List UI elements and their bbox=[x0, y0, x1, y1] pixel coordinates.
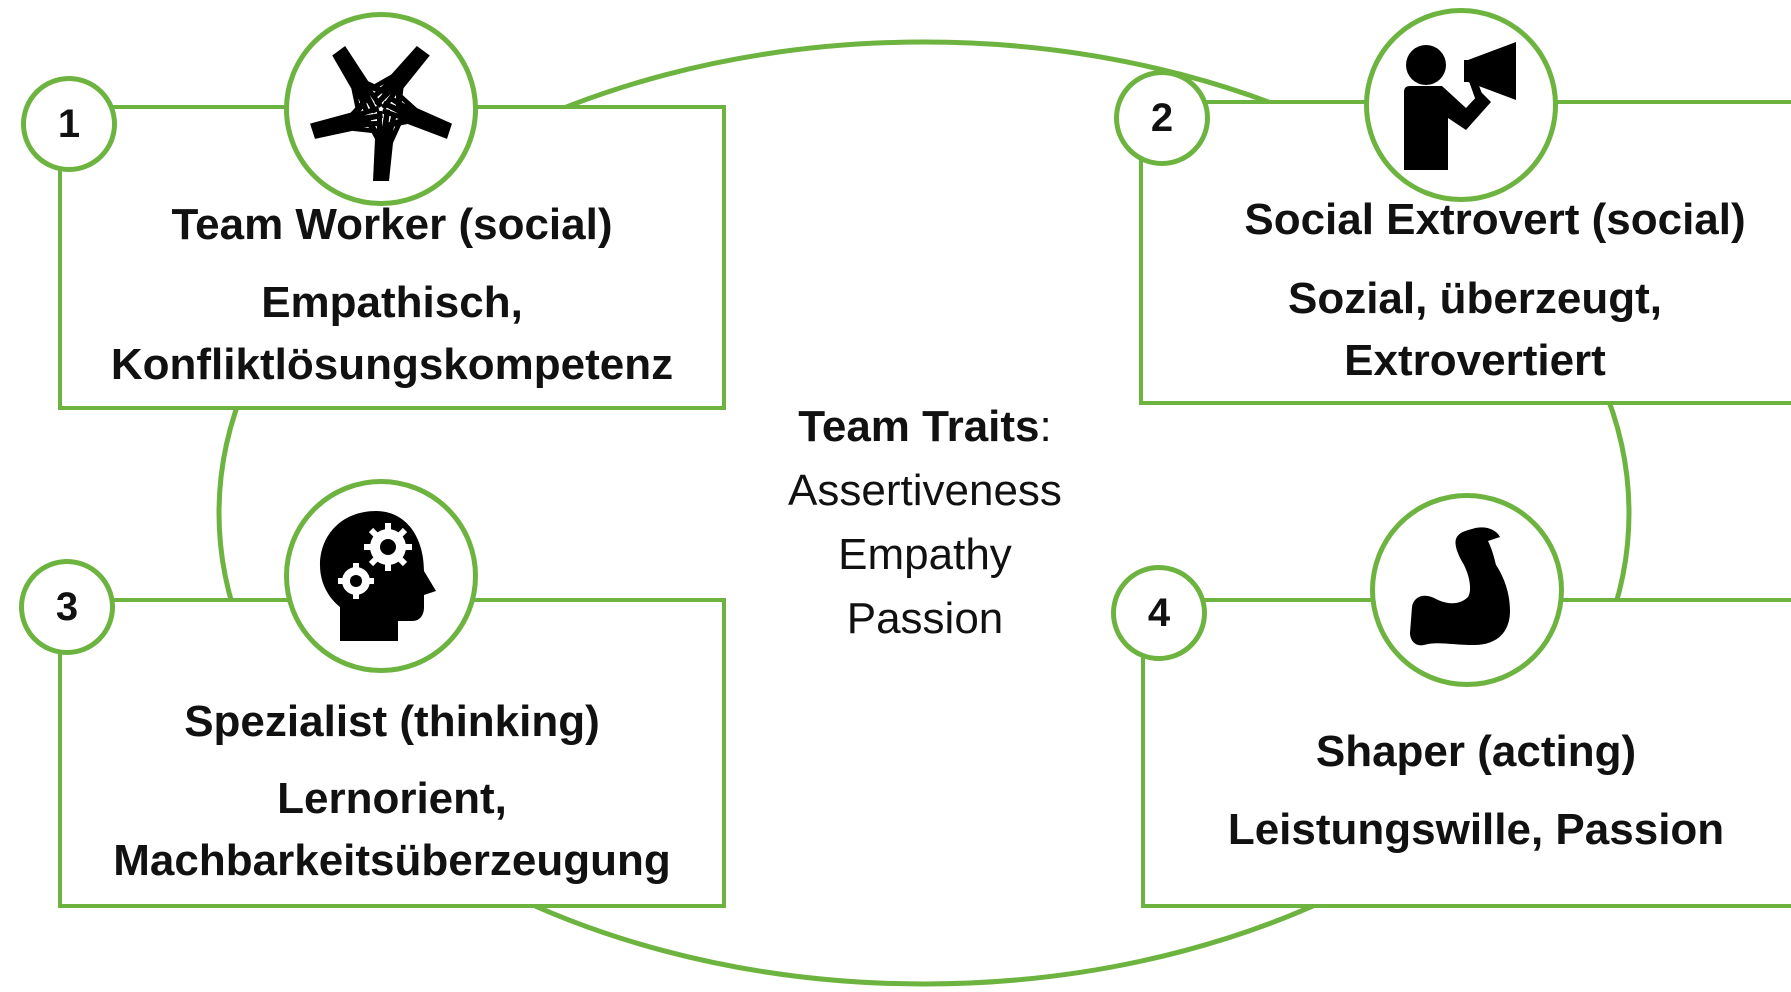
role-icon-circle-2 bbox=[1364, 8, 1558, 202]
role-number-3: 3 bbox=[19, 559, 115, 655]
role-icon-circle-4 bbox=[1370, 493, 1564, 687]
role-title-2: Social Extrovert (social) bbox=[1244, 195, 1746, 244]
role-traits-1: Empathisch, Konfliktlösungskompetenz bbox=[58, 272, 726, 396]
role-number-2: 2 bbox=[1114, 70, 1210, 166]
role-traits-3-line1: Lernorient, bbox=[277, 774, 507, 823]
center-team-traits: Team Traits: Assertiveness Empathy Passi… bbox=[760, 395, 1090, 651]
center-heading-line: Team Traits: bbox=[760, 395, 1090, 459]
role-traits-2-line1: Sozial, überzeugt, bbox=[1287, 274, 1663, 323]
role-title-4: Shaper (acting) bbox=[1315, 727, 1637, 776]
role-title-1: Team Worker (social) bbox=[171, 200, 613, 249]
center-heading-colon: : bbox=[1039, 402, 1052, 451]
role-traits-1-line1: Empathisch, bbox=[261, 278, 523, 327]
center-trait-1: Assertiveness bbox=[788, 466, 1062, 515]
center-heading: Team Traits bbox=[798, 402, 1040, 451]
role-icon-circle-3 bbox=[284, 479, 478, 673]
role-number-1: 1 bbox=[21, 76, 117, 172]
role-traits-3-line2: Machbarkeitsüberzeugung bbox=[113, 836, 671, 885]
role-number-4: 4 bbox=[1111, 565, 1207, 661]
role-traits-4-line1: Leistungswille, Passion bbox=[1227, 805, 1725, 854]
head-gears-icon bbox=[320, 511, 436, 641]
center-trait-2: Empathy bbox=[838, 530, 1012, 579]
role-traits-1-line2: Konfliktlösungskompetenz bbox=[110, 340, 674, 389]
role-traits-2: Sozial, überzeugt, Extrovertiert bbox=[1180, 268, 1770, 392]
flexed-arm-icon bbox=[1410, 527, 1510, 646]
role-icon-circle-1 bbox=[284, 12, 478, 206]
role-traits-2-line2: Extrovertiert bbox=[1344, 336, 1606, 385]
hands-circle-icon bbox=[310, 46, 452, 181]
center-trait-3: Passion bbox=[846, 594, 1004, 643]
role-title-3: Spezialist (thinking) bbox=[184, 697, 600, 746]
megaphone-person-icon bbox=[1404, 42, 1516, 170]
role-traits-4: Leistungswille, Passion bbox=[1141, 799, 1791, 861]
role-traits-3: Lernorient, Machbarkeitsüberzeugung bbox=[58, 768, 726, 892]
